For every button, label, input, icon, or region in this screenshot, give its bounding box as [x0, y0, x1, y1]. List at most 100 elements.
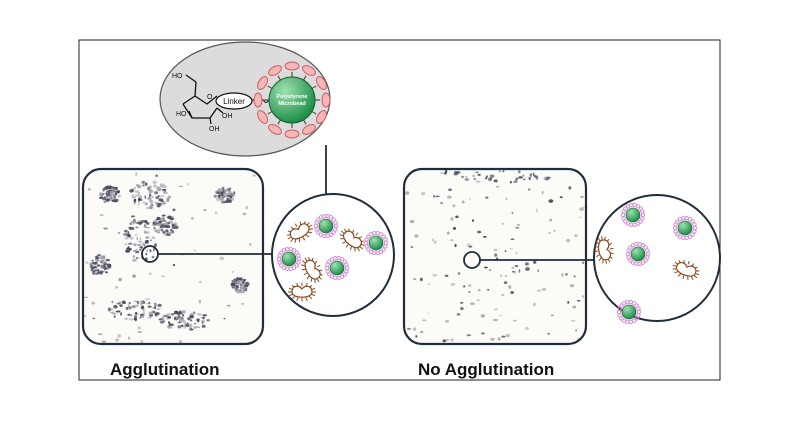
cell-speck — [135, 172, 138, 176]
receptor-protein — [253, 92, 263, 108]
cell-speck — [477, 230, 482, 234]
cell-speck — [457, 272, 461, 275]
cell-speck — [189, 327, 193, 331]
cell-speck — [181, 310, 186, 314]
cell-speck — [172, 208, 176, 212]
cell-speck — [159, 320, 165, 324]
ligand-coated-bead — [324, 255, 350, 281]
cell-speck — [152, 180, 157, 185]
cell-speck — [84, 314, 87, 318]
cell-speck — [102, 260, 105, 265]
zoom-circle-no-agglutination — [593, 194, 721, 325]
receptor-stem — [277, 119, 281, 125]
cell-speck — [189, 319, 193, 322]
cell-speck — [149, 314, 154, 317]
ligand — [339, 257, 345, 262]
ligand — [640, 209, 645, 214]
cell-speck — [508, 285, 512, 289]
pilus — [302, 236, 306, 241]
pilus — [290, 238, 294, 242]
cell-speck — [108, 195, 113, 200]
microbead — [625, 207, 641, 223]
cell-speck — [225, 200, 229, 203]
ligand — [690, 232, 695, 237]
cell-speck — [193, 326, 197, 329]
cell-speck — [144, 182, 148, 186]
cell-speck — [138, 241, 143, 243]
cell-speck — [188, 325, 192, 329]
cell-speck — [132, 274, 137, 278]
pilus — [359, 246, 364, 250]
cell-speck — [456, 312, 461, 316]
ligand — [645, 248, 650, 253]
cell-speck — [510, 290, 514, 295]
cell-speck — [97, 333, 103, 336]
bead-label-line1: Polystyrene — [276, 94, 307, 100]
cell-speck — [132, 258, 137, 262]
cell-speck — [514, 264, 519, 268]
cell-speck — [447, 195, 452, 199]
pilus — [687, 276, 689, 281]
cell-speck — [145, 240, 149, 244]
cell-speck — [197, 326, 201, 329]
cell-speck — [154, 243, 157, 247]
cell-speck — [432, 238, 434, 242]
sugar-molecule — [182, 74, 224, 125]
ligand — [381, 247, 386, 252]
micrograph-border — [402, 167, 588, 346]
hydroxyl-label: HO — [172, 73, 183, 80]
cell-speck — [140, 305, 145, 310]
cell-speck — [116, 302, 121, 305]
cell-speck — [117, 231, 121, 234]
cell-speck — [545, 178, 549, 181]
cell-speck — [138, 249, 142, 251]
cell-speck — [89, 260, 94, 262]
cell-speck — [157, 223, 162, 226]
cell-speck — [147, 305, 152, 308]
bacterium-body — [291, 285, 313, 298]
ligand — [279, 250, 284, 255]
cell-speck — [574, 234, 578, 237]
bacterium-body — [675, 262, 697, 277]
cell-speck — [541, 190, 544, 195]
cell-speck — [129, 189, 134, 193]
cell-speck — [464, 178, 470, 181]
cell-speck — [165, 229, 169, 233]
ligand-coated-bead — [616, 299, 642, 325]
cell-speck — [477, 173, 481, 176]
cell-speck — [144, 220, 148, 224]
cell-speck — [533, 260, 537, 264]
cell-speck — [231, 270, 234, 274]
cell-speck — [131, 194, 135, 198]
pilus — [294, 239, 297, 243]
cell-speck — [177, 312, 181, 316]
cell-speck — [161, 275, 165, 278]
cell-speck — [140, 301, 145, 304]
cell-speck — [525, 267, 530, 271]
receptor-protein — [284, 61, 300, 71]
cell-speck — [135, 251, 137, 254]
cell-speck — [513, 319, 517, 322]
ligand — [643, 258, 648, 263]
pilus — [340, 230, 345, 234]
cell-speck — [567, 301, 570, 304]
cell-speck — [111, 300, 114, 304]
pilus — [308, 295, 313, 300]
pilus — [594, 250, 599, 253]
cell-speck — [147, 222, 150, 224]
cell-speck — [505, 197, 508, 201]
pilus — [597, 237, 601, 242]
pilus — [309, 228, 314, 230]
cell-speck — [203, 208, 207, 212]
cell-speck — [432, 273, 438, 277]
cell-speck — [197, 313, 202, 316]
cell-speck — [412, 327, 417, 331]
cell-speck — [511, 270, 515, 273]
cell-speck — [136, 184, 142, 189]
cell-speck — [107, 193, 112, 197]
cell-speck — [162, 314, 165, 319]
cell-speck — [452, 204, 456, 208]
pilus — [609, 247, 614, 250]
cell-speck — [139, 195, 142, 199]
cell-speck — [128, 242, 133, 245]
